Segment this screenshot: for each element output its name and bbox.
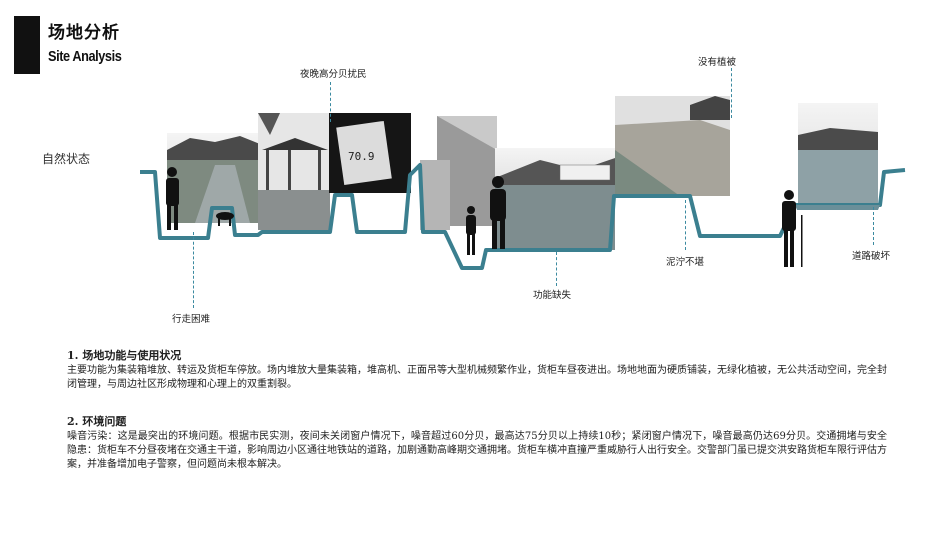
environment-section: 2. 环境问题 噪音污染：这是最突出的环境问题。根据市民实测，夜间未关闭窗户情况… <box>67 414 887 472</box>
leader-night-noise <box>330 82 331 122</box>
photo-narrow-alley <box>420 116 497 230</box>
annotation-walking-difficulty: 行走困难 <box>172 314 211 325</box>
usage-section: 1. 场地功能与使用状况 主要功能为集装箱堆放、转运及货柜车停放。场内堆放大量集… <box>67 348 887 392</box>
site-section-collage: 70.9 <box>140 96 906 270</box>
annotation-night-noise: 夜晚高分贝扰民 <box>300 69 367 80</box>
page-title: 场地分析 <box>48 23 120 43</box>
environment-paragraph: 噪音污染：这是最突出的环境问题。根据市民实测，夜间未关闭窗户情况下，噪音超过60… <box>67 431 887 470</box>
usage-paragraph: 主要功能为集装箱堆放、转运及货柜车停放。场内堆放大量集装箱，堆高机、正面吊等大型… <box>67 365 887 390</box>
annotation-road-damage: 道路破坏 <box>852 251 891 262</box>
page-subtitle: Site Analysis <box>48 48 122 65</box>
photo-road <box>798 103 878 205</box>
title-accent-bar <box>14 16 40 74</box>
leader-lack-function <box>556 252 557 286</box>
annotation-lack-function: 功能缺失 <box>533 290 572 301</box>
leader-road-damage <box>873 207 874 245</box>
leader-walking-difficulty <box>193 232 194 308</box>
environment-heading: 2. 环境问题 <box>67 415 127 428</box>
leader-muddy <box>685 200 686 250</box>
photo-pavilion <box>258 113 330 230</box>
natural-state-label: 自然状态 <box>42 152 91 166</box>
usage-heading: 1. 场地功能与使用状况 <box>67 349 182 362</box>
leader-no-vegetation <box>731 68 732 118</box>
annotation-muddy: 泥泞不堪 <box>666 257 705 268</box>
meter-reading: 70.9 <box>348 150 375 163</box>
photo-open-field <box>495 148 615 250</box>
person-silhouettes <box>166 167 803 267</box>
photo-bare-slope <box>615 96 730 196</box>
annotation-no-vegetation: 没有植被 <box>698 57 737 68</box>
photo-noise-meter: 70.9 <box>329 113 411 193</box>
